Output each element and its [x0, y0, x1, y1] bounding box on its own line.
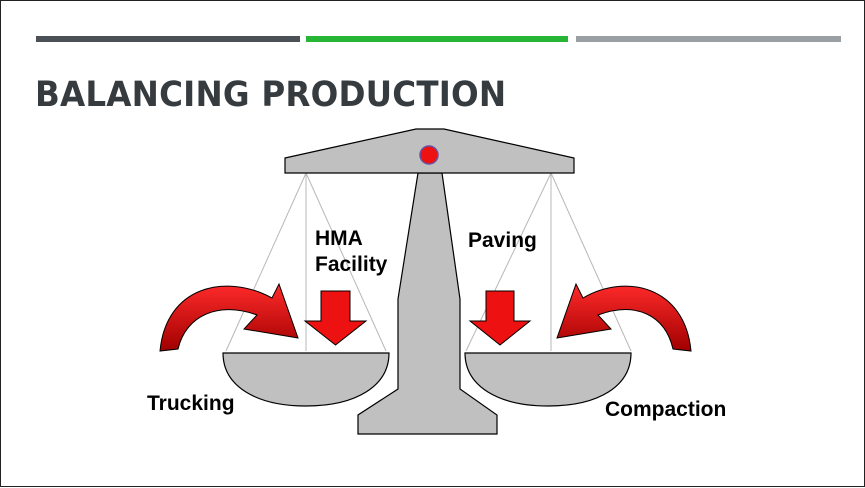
compaction-curved-arrow — [556, 282, 692, 352]
hma-label-line-1: HMA — [315, 227, 363, 250]
left-string-outer — [225, 172, 307, 352]
scale-stand — [357, 172, 498, 435]
accent-bar-gray — [576, 36, 841, 42]
left-string-inner — [305, 172, 387, 352]
hma-facility-label: HMA Facility — [315, 226, 387, 278]
accent-bar-green — [306, 36, 568, 42]
compaction-label: Compaction — [605, 398, 727, 421]
left-pan — [222, 352, 390, 407]
paving-label: Paving — [468, 229, 537, 252]
right-pan — [464, 352, 632, 407]
trucking-curved-arrow — [159, 282, 299, 352]
slide-title: BALANCING PRODUCTION — [35, 75, 507, 115]
trucking-label: Trucking — [147, 392, 235, 415]
hma-down-arrow — [303, 290, 368, 346]
hma-label-line-2: Facility — [315, 253, 388, 276]
pivot-dot — [419, 145, 439, 165]
paving-down-arrow — [468, 290, 532, 346]
right-string-outer — [550, 172, 632, 352]
scale-strings — [225, 172, 632, 352]
accent-bar-dark — [36, 36, 300, 42]
